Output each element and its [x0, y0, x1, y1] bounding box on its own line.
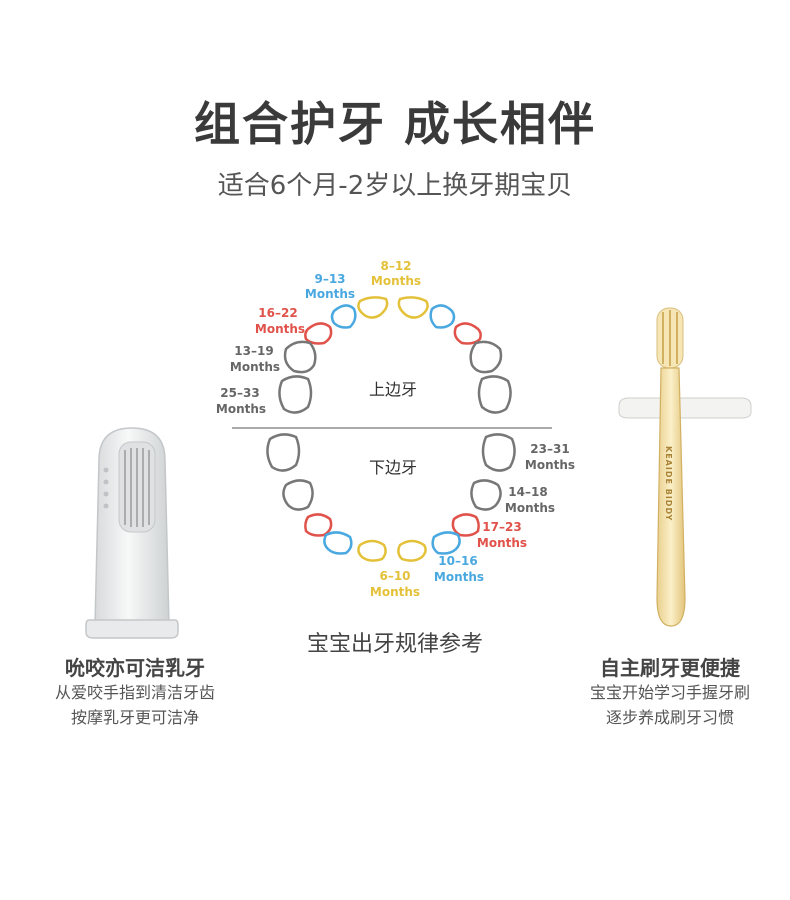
upper-central-range: 8–12 — [380, 259, 411, 273]
training-brush-desc-2: 逐步养成刷牙习惯 — [605, 708, 734, 727]
upper-canine-range: 16–22 — [258, 306, 297, 320]
upper-jaw-label: 上边牙 — [369, 380, 417, 399]
tooth-upper-molar2-r — [477, 375, 512, 414]
lower-central-unit: Months — [370, 585, 420, 599]
tooth-lower-central-l — [357, 539, 387, 562]
lower-canine-range: 17–23 — [482, 520, 521, 534]
lower-jaw-label: 下边牙 — [369, 458, 417, 477]
diagram-caption: 宝宝出牙规律参考 — [306, 632, 483, 657]
tooth-upper-molar1-l — [283, 340, 317, 374]
upper-canine-unit: Months — [255, 322, 305, 336]
lower-molar2-range: 23–31 — [530, 442, 569, 456]
tooth-lower-central-r — [397, 539, 427, 562]
finger-brush-title: 吮咬亦可洁乳牙 — [65, 656, 205, 680]
tooth-upper-lateral-l — [330, 304, 357, 329]
upper-labels: 8–12 Months 9–13 Months 16–22 Months 13–… — [216, 259, 421, 416]
tooth-lower-molar1-r — [470, 479, 502, 511]
upper-molar2-unit: Months — [216, 402, 266, 416]
tooth-upper-central-r — [397, 296, 429, 319]
lower-lateral-range: 10–16 — [438, 554, 477, 568]
lower-molar2-unit: Months — [525, 458, 575, 472]
teeth-eruption-diagram: 上边牙 下边牙 8–12 Months 9–13 Months 16–22 Mo… — [216, 259, 575, 599]
tooth-lower-lateral-r — [431, 531, 461, 555]
finger-brush-desc-2: 按摩乳牙更可洁净 — [70, 708, 199, 727]
tooth-upper-molar1-r — [469, 340, 503, 374]
upper-lateral-unit: Months — [305, 287, 355, 301]
tooth-lower-lateral-l — [323, 531, 353, 555]
brush-brand-text: KEAIDE BIDDY — [664, 446, 673, 521]
upper-molar1-range: 13–19 — [234, 344, 273, 358]
finger-brush-desc-1: 从爱咬手指到清洁牙齿 — [54, 683, 215, 702]
page-subtitle: 适合6个月-2岁以上换牙期宝贝 — [217, 171, 573, 201]
tooth-lower-molar2-l — [266, 433, 301, 472]
tooth-lower-canine-l — [304, 513, 333, 537]
lower-molar1-unit: Months — [505, 501, 555, 515]
upper-molar1-unit: Months — [230, 360, 280, 374]
upper-central-unit: Months — [371, 274, 421, 288]
lower-canine-unit: Months — [477, 536, 527, 550]
lower-molar1-range: 14–18 — [508, 485, 547, 499]
training-brush-title: 自主刷牙更便捷 — [600, 656, 740, 680]
lower-labels: 23–31 Months 14–18 Months 17–23 Months 1… — [370, 442, 575, 599]
tooth-upper-central-l — [357, 296, 389, 319]
tooth-upper-molar2-l — [278, 375, 313, 414]
tooth-upper-canine-r — [453, 322, 482, 345]
tooth-lower-molar1-l — [282, 479, 314, 511]
training-toothbrush-icon: KEAIDE BIDDY — [618, 307, 752, 627]
page-title: 组合护牙 成长相伴 — [193, 97, 596, 151]
lower-teeth — [266, 433, 516, 562]
lower-lateral-unit: Months — [434, 570, 484, 584]
lower-central-range: 6–10 — [379, 569, 410, 583]
finger-toothbrush-icon — [85, 427, 179, 639]
tooth-lower-molar2-r — [481, 433, 516, 472]
tooth-upper-canine-l — [304, 322, 333, 345]
tooth-upper-lateral-r — [429, 304, 456, 329]
training-brush-desc-1: 宝宝开始学习手握牙刷 — [589, 683, 750, 702]
tooth-lower-canine-r — [451, 513, 480, 537]
upper-molar2-range: 25–33 — [220, 386, 259, 400]
upper-lateral-range: 9–13 — [314, 272, 345, 286]
upper-teeth — [278, 296, 512, 414]
